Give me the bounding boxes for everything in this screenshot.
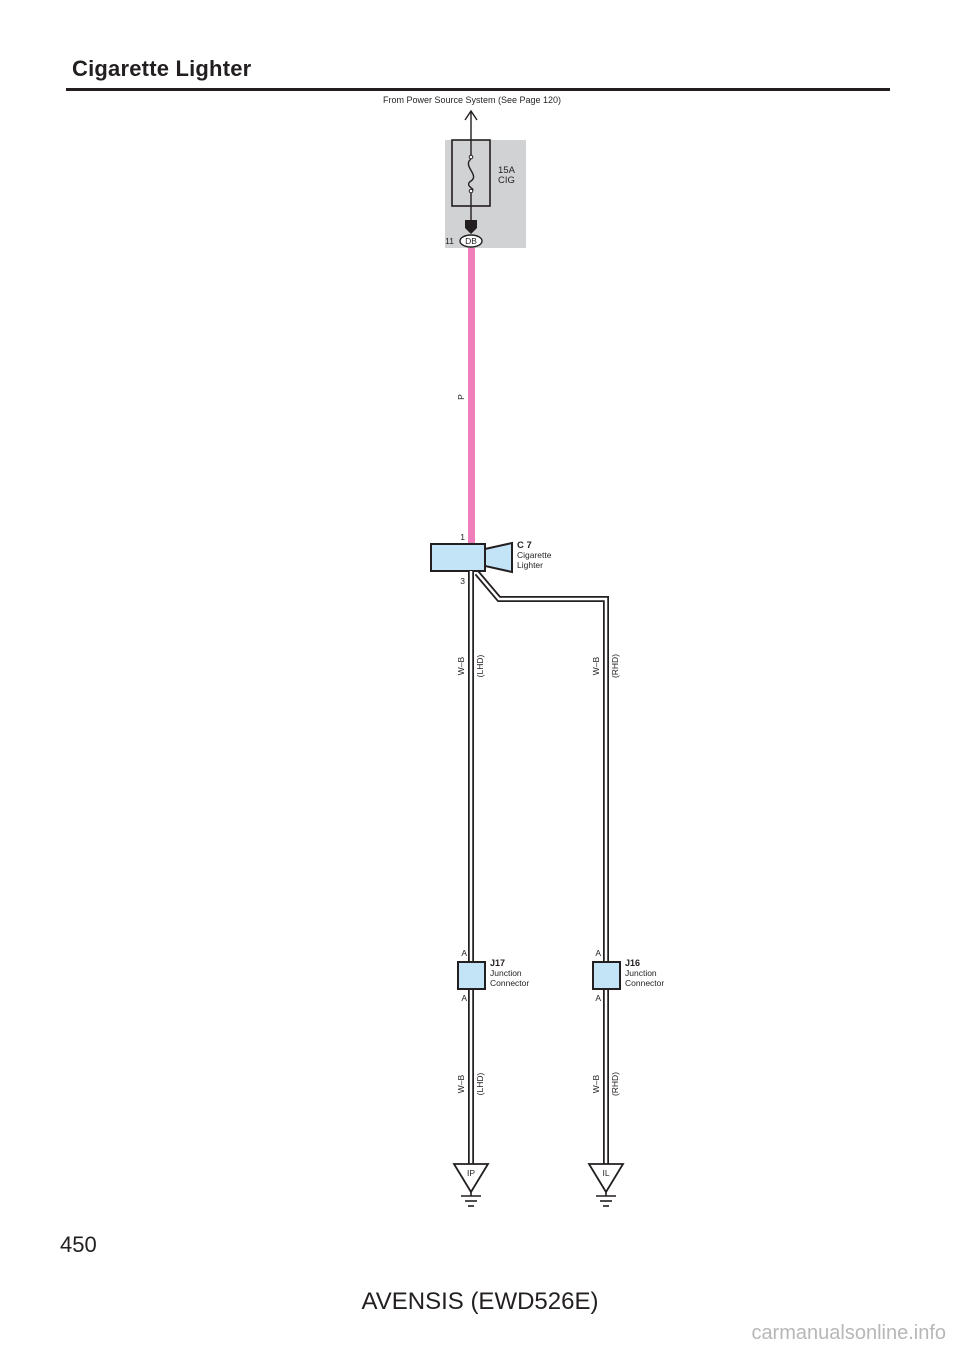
j17-pin-bottom: A: [461, 993, 467, 1003]
j16-pin-top: A: [595, 948, 601, 958]
j17-name-line2: Connector: [490, 978, 529, 988]
fuse-connector-pin: 11: [445, 236, 454, 246]
source-arrow: [464, 109, 478, 142]
wire-lhd-upper-color-code: W–B: [456, 656, 466, 675]
wire-power-pink: [468, 248, 475, 544]
fuse-connector-code: DB: [465, 236, 477, 246]
j17-code: J17: [490, 958, 505, 968]
wire-lhd-lower-color-code: W–B: [456, 1074, 466, 1093]
fuse-connector-oval: [459, 234, 483, 248]
fuse-name: CIG: [498, 175, 515, 186]
wire-rhd-upper-variant: (RHD): [610, 654, 620, 678]
ground-ip-symbol: [452, 1163, 490, 1207]
wire-rhd-upper-color-code: W–B: [591, 656, 601, 675]
j17-connector: [457, 961, 486, 990]
lighter-pin-out: 3: [460, 576, 465, 586]
wire-lhd-lower-variant: (LHD): [475, 1073, 485, 1096]
j16-pin-bottom: A: [595, 993, 601, 1003]
fuse-rating: 15A: [498, 165, 516, 176]
j17-name-line1: Junction: [490, 968, 522, 978]
lighter-name-line2: Lighter: [517, 560, 543, 570]
lighter-name-line1: Cigarette: [517, 550, 552, 560]
watermark: carmanualsonline.info: [751, 1322, 946, 1344]
page-title: Cigarette Lighter: [72, 56, 252, 81]
source-label: From Power Source System (See Page 120): [383, 95, 561, 105]
lighter-code: C 7: [517, 540, 532, 551]
wire-rhd-lower-color-code: W–B: [591, 1074, 601, 1093]
j17-pin-top: A: [461, 948, 467, 958]
title-divider: [66, 88, 890, 91]
fuse-symbol: [451, 139, 491, 226]
ground-ip-code: IP: [467, 1168, 475, 1178]
wire-rhd: [474, 571, 609, 1178]
j16-name-line2: Connector: [625, 978, 664, 988]
wire-lhd-upper-variant: (LHD): [475, 655, 485, 678]
cigarette-lighter-symbol: [430, 541, 513, 574]
j16-name-line1: Junction: [625, 968, 657, 978]
fuse-box: [445, 140, 526, 248]
page-number: 450: [60, 1232, 97, 1257]
wire-power-color-code: P: [456, 394, 466, 400]
footer-model-code: AVENSIS (EWD526E): [361, 1288, 599, 1315]
j16-code: J16: [625, 958, 640, 968]
ground-il-symbol: [587, 1163, 625, 1207]
j16-connector: [592, 961, 621, 990]
fuse-connector-arrow: [465, 220, 477, 234]
ground-il-code: IL: [602, 1168, 609, 1178]
wire-rhd-lower-variant: (RHD): [610, 1072, 620, 1096]
lighter-pin-in: 1: [460, 532, 465, 542]
